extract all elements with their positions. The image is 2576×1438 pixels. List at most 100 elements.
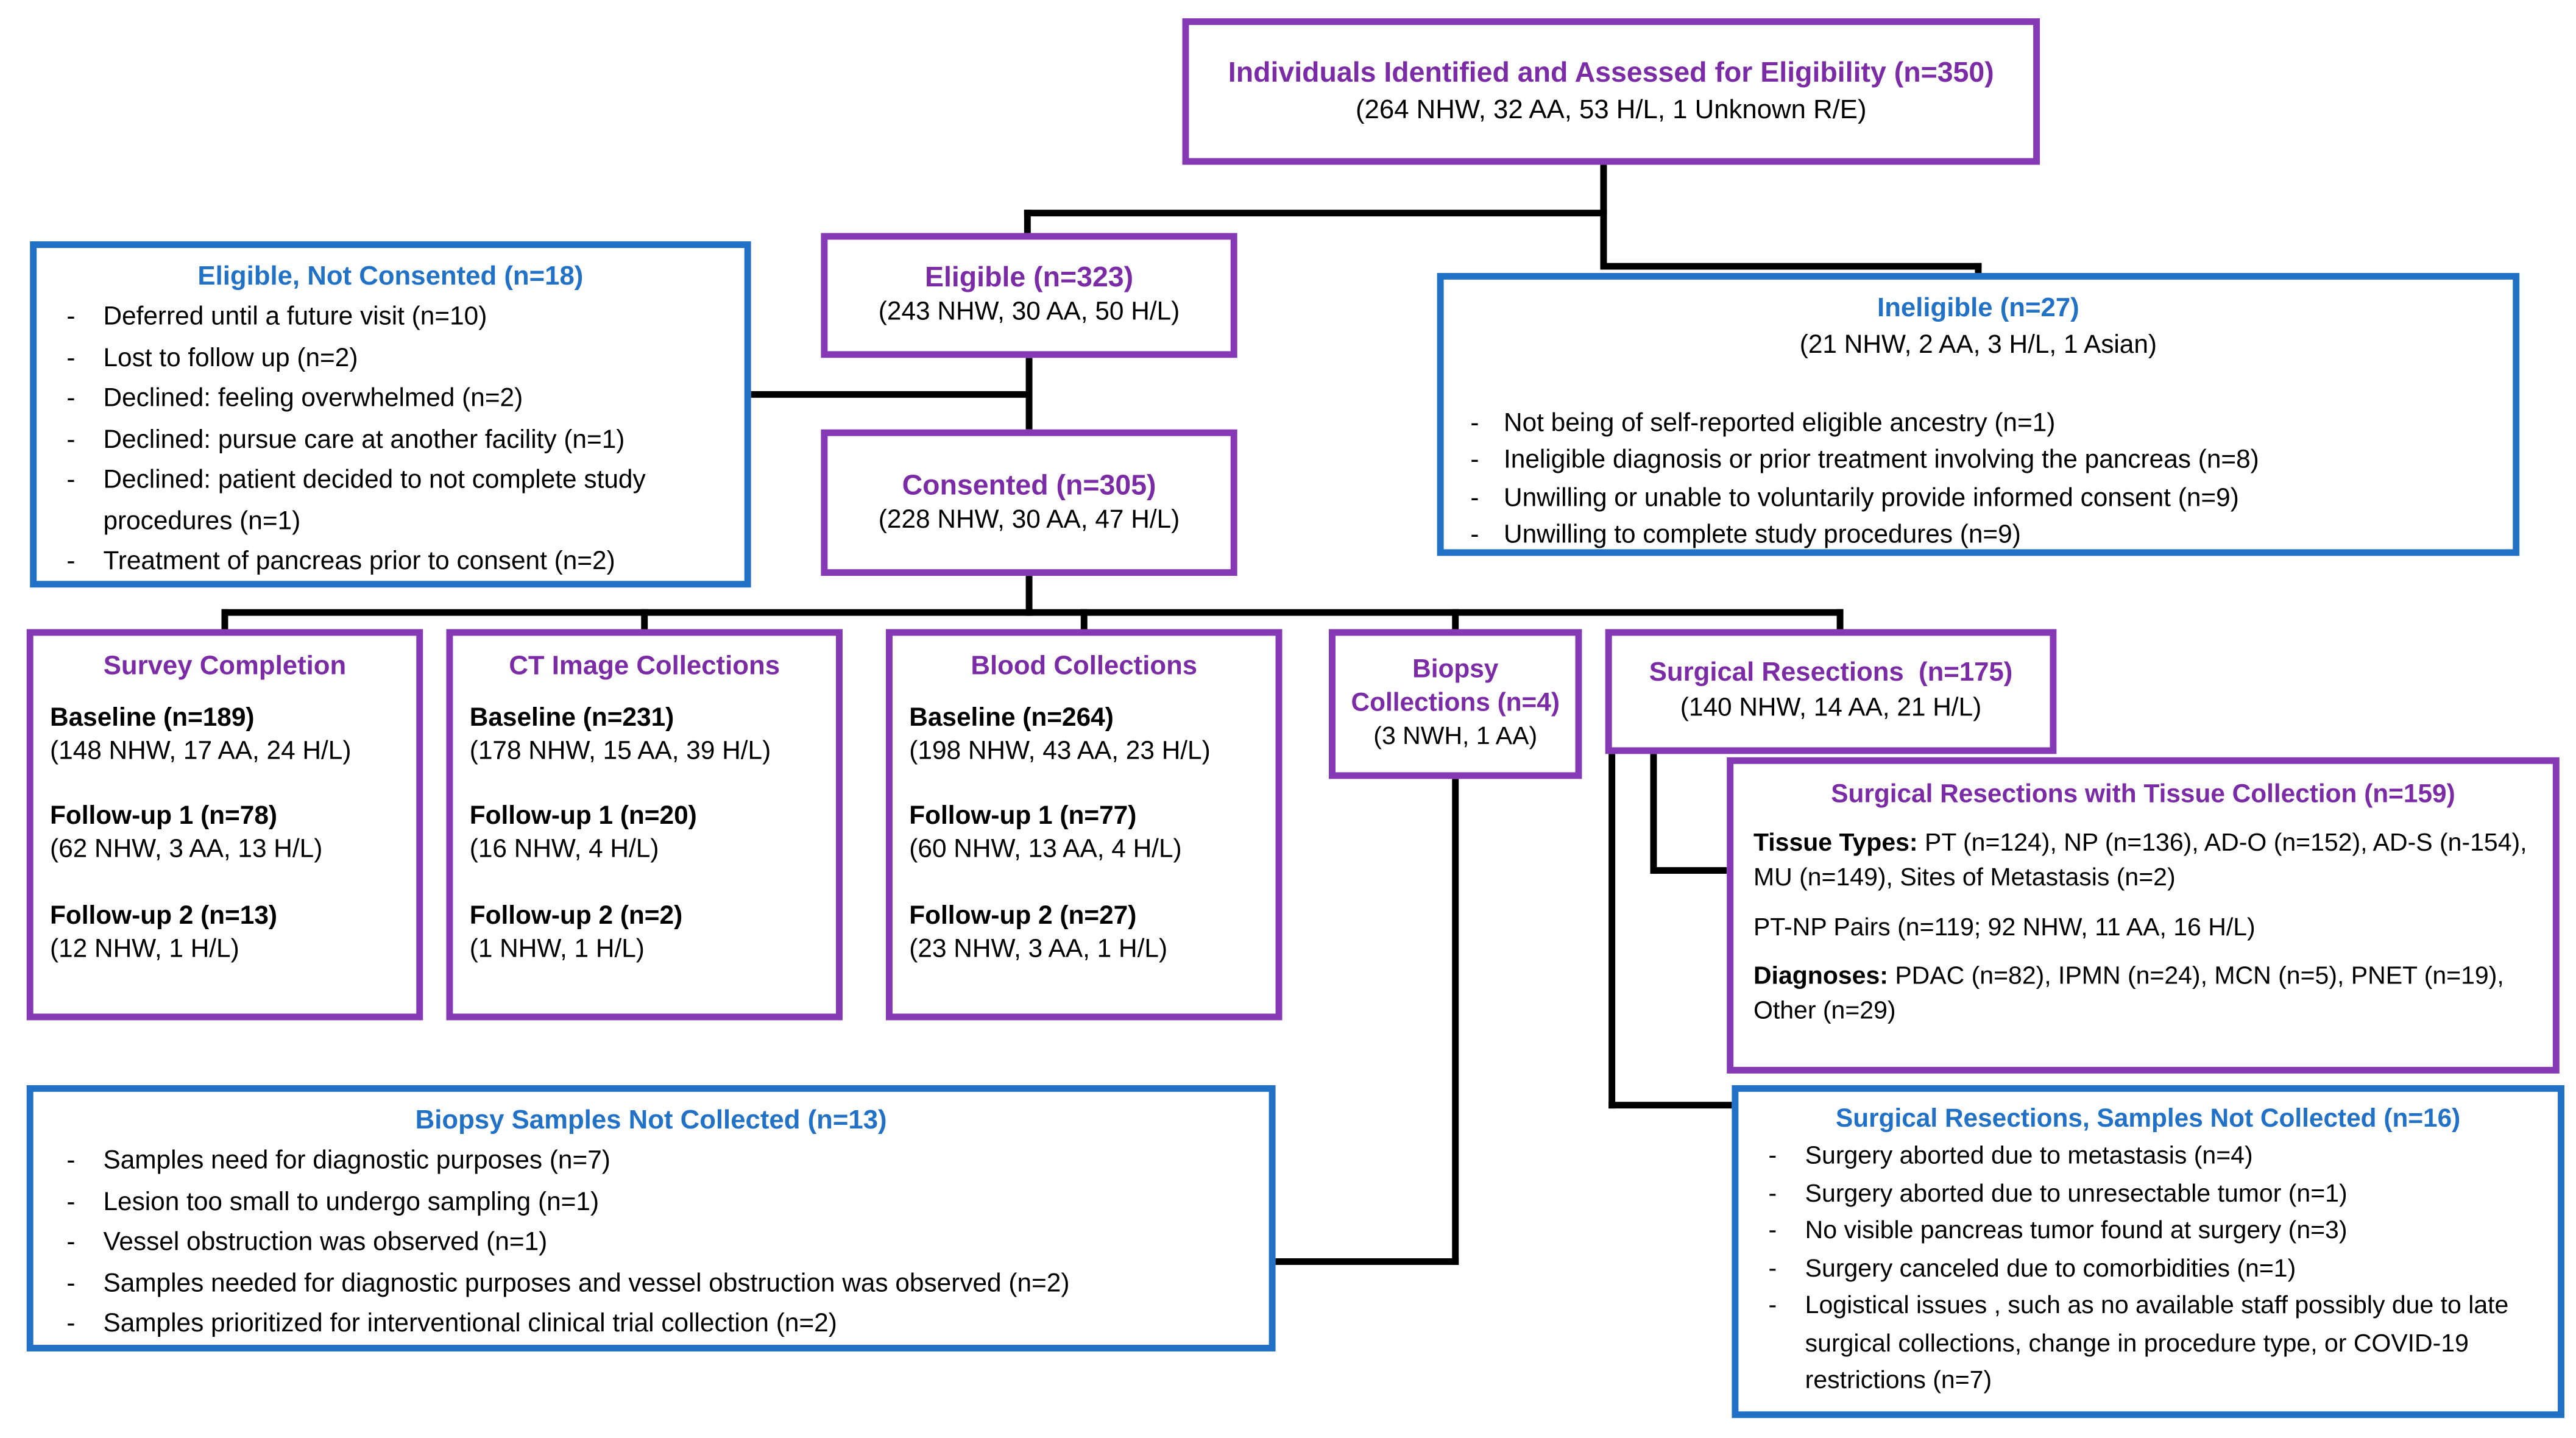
consented-title: Consented (n=305) [902,469,1156,501]
list-item: - Surgery canceled due to comorbidities … [1755,1251,2541,1288]
survey-followup2: Follow-up 2 (n=13) (12 NHW, 1 H/L) [49,901,278,963]
bullet-dash: - [1470,521,1479,550]
bullet-dash: - [66,384,76,414]
list-item: - Deferred until a future visit (n=10) [53,299,727,339]
bullet-dash: - [1768,1292,1777,1320]
tissue-pairs: PT-NP Pairs (n=119; 92 NHW, 11 AA, 16 H/… [1753,913,2256,942]
list-item: - Surgery aborted due to metastasis (n=4… [1755,1139,2541,1176]
ct-followup2: Follow-up 2 (n=2) (1 NHW, 1 H/L) [469,901,683,963]
identified-subtitle: (264 NHW, 32 AA, 53 H/L, 1 Unknown R/E) [1355,96,1867,124]
connector-line [1836,609,1844,629]
tissue-types: Tissue Types: PT (n=124), NP (n=136), AD… [1753,829,2527,893]
connector-line [1275,1258,1459,1265]
list-item: - No visible pancreas tumor found at sur… [1755,1214,2541,1251]
biopsy-title: Biopsy Collections (n=4) [1351,656,1560,718]
connector-line [1025,358,1033,430]
blood-followup1: Follow-up 1 (n=77) (60 NHW, 13 AA, 4 H/L… [909,802,1182,865]
connector-line [1025,576,1033,616]
biopsy-not-collected-box: Biopsy Samples Not Collected (n=13) - Sa… [26,1085,1276,1351]
list-item: - Vessel obstruction was observed (n=1) [53,1224,1248,1264]
bullet-dash: - [66,303,76,332]
biopsy-subtitle: (3 NWH, 1 AA) [1373,722,1538,751]
list-item: - Unwilling or unable to voluntarily pro… [1467,480,2489,517]
identified-box: Individuals Identified and Assessed for … [1182,18,2040,165]
list-item: - Treatment of pancreas prior to consent… [53,543,727,584]
list-item: - Samples needed for diagnostic purposes… [53,1264,1248,1305]
bullet-dash: - [1768,1179,1777,1208]
biopsy-not-collected-title: Biopsy Samples Not Collected (n=13) [415,1107,887,1135]
connector-line [221,609,228,629]
eligible-not-consented-title: Eligible, Not Consented (n=18) [197,263,584,292]
survey-baseline: Baseline (n=189) (148 NHW, 17 AA, 24 H/L… [49,704,352,766]
identified-title: Individuals Identified and Assessed for … [1228,56,1994,88]
ct-followup1: Follow-up 1 (n=20) (16 NHW, 4 H/L) [469,802,697,865]
bullet-dash: - [66,425,76,454]
list-item: - Unwilling to complete study procedures… [1467,518,2489,555]
blood-baseline: Baseline (n=264) (198 NHW, 43 AA, 23 H/L… [909,704,1211,766]
tissue-title: Surgical Resections with Tissue Collecti… [1831,781,2455,809]
bullet-dash: - [66,1228,76,1257]
consented-box: Consented (n=305) (228 NHW, 30 AA, 47 H/… [821,429,1237,576]
connector-line [1650,867,1727,874]
list-item: - Not being of self-reported eligible an… [1467,406,2489,443]
connector-line [1024,210,1607,217]
list-item: - Declined: patient decided to not compl… [53,461,727,543]
list-item: - Samples need for diagnostic purposes (… [53,1142,1248,1183]
connector-line [1452,779,1459,1265]
ct-title: CT Image Collections [509,652,780,681]
connector-line [1608,754,1616,1109]
bullet-dash: - [1768,1142,1777,1171]
bullet-dash: - [1470,409,1479,437]
bullet-dash: - [66,1147,76,1176]
ct-image-collections-box: CT Image Collections Baseline (n=231) (1… [446,629,843,1021]
bullet-dash: - [66,548,76,576]
connector-line [1600,165,1607,270]
ineligible-subtitle: (21 NHW, 2 AA, 3 H/L, 1 Asian) [1799,331,2157,360]
surgical-not-collected-title: Surgical Resections, Samples Not Collect… [1836,1105,2461,1134]
surgical-subtitle: (140 NHW, 14 AA, 21 H/L) [1680,693,1982,723]
blood-collections-box: Blood Collections Baseline (n=264) (198 … [886,629,1283,1021]
connector-line [751,391,1030,398]
blood-title: Blood Collections [971,652,1198,681]
list-item: - Declined: pursue care at another facil… [53,420,727,461]
survey-completion-box: Survey Completion Baseline (n=189) (148 … [26,629,423,1021]
connector-line [221,609,1844,616]
list-item: - Lesion too small to undergo sampling (… [53,1183,1248,1224]
eligible-subtitle: (243 NHW, 30 AA, 50 H/L) [878,299,1180,327]
surgical-title: Surgical Resections (n=175) [1649,659,2013,688]
connector-line [1024,210,1031,236]
list-item: - Surgery aborted due to unresectable tu… [1755,1176,2541,1213]
list-item: - Lost to follow up (n=2) [53,339,727,380]
list-item: - Ineligible diagnosis or prior treatmen… [1467,443,2489,480]
surgical-resections-box: Surgical Resections (n=175) (140 NHW, 14… [1605,629,2057,754]
connector-line [1608,1102,1732,1109]
list-item: - Declined: feeling overwhelmed (n=2) [53,380,727,420]
connector-line [1975,263,1982,277]
bullet-dash: - [1768,1254,1777,1283]
list-item: - Logistical issues , such as no availab… [1755,1289,2541,1401]
survey-followup1: Follow-up 1 (n=78) (62 NHW, 3 AA, 13 H/L… [49,802,323,865]
tissue-diagnoses: Diagnoses: PDAC (n=82), IPMN (n=24), MCN… [1753,963,2504,1025]
connector-line [1080,609,1088,629]
biopsy-collections-box: Biopsy Collections (n=4) (3 NWH, 1 AA) [1329,629,1582,779]
list-item: - Samples prioritized for interventional… [53,1305,1248,1346]
bullet-dash: - [66,466,76,495]
surgical-not-collected-box: Surgical Resections, Samples Not Collect… [1732,1085,2564,1419]
connector-line [1650,754,1657,874]
connector-line [1452,609,1459,629]
ineligible-title: Ineligible (n=27) [1877,294,2079,323]
connector-line [641,609,648,629]
bullet-dash: - [66,1188,76,1217]
bullet-dash: - [66,1310,76,1339]
bullet-dash: - [1470,483,1479,512]
survey-title: Survey Completion [103,652,347,681]
blood-followup2: Follow-up 2 (n=27) (23 NHW, 3 AA, 1 H/L) [909,901,1168,963]
bullet-dash: - [1768,1217,1777,1245]
tissue-collection-box: Surgical Resections with Tissue Collecti… [1727,757,2560,1074]
eligible-box: Eligible (n=323) (243 NHW, 30 AA, 50 H/L… [821,233,1237,358]
ct-baseline: Baseline (n=231) (178 NHW, 15 AA, 39 H/L… [469,704,771,766]
ineligible-box: Ineligible (n=27) (21 NHW, 2 AA, 3 H/L, … [1437,272,2520,556]
bullet-dash: - [66,344,76,373]
eligible-not-consented-box: Eligible, Not Consented (n=18) - Deferre… [30,241,751,588]
